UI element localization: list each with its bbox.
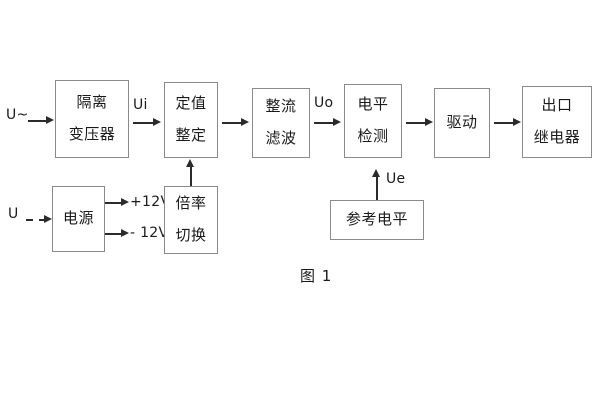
rail-pos-arrowhead — [121, 198, 129, 206]
block-level-detection-line-2: 检测 — [357, 127, 389, 145]
block-output-relay: 出口 继电器 — [522, 86, 592, 158]
uo-line — [314, 122, 336, 124]
signal-label-ue: Ue — [386, 171, 406, 187]
block-isolation-transformer-line-1: 隔离 — [76, 93, 108, 112]
block-rectifier-filter-line-1: 整流 — [265, 97, 297, 116]
input-label-dc: U — [8, 206, 19, 222]
rail-neg-arrowhead — [121, 229, 129, 237]
ui-arrowhead — [153, 118, 161, 126]
level-to-drive-arrowhead — [425, 118, 433, 126]
input-ac-line — [28, 120, 48, 122]
block-rectifier-filter-line-2: 滤波 — [265, 129, 297, 147]
rail-neg-line — [105, 233, 123, 235]
reference-to-level-arrowhead — [372, 169, 380, 177]
block-multiplier-switch-line-2: 切换 — [175, 226, 207, 244]
block-isolation-transformer: 隔离 变压器 — [55, 80, 129, 158]
multiplier-to-setpoint-line — [190, 166, 192, 186]
drive-to-relay-line — [494, 122, 516, 124]
setpoint-to-rectifier-arrowhead — [241, 118, 249, 126]
block-rectifier-filter: 整流 滤波 — [252, 88, 310, 158]
rail-pos-line — [105, 202, 123, 204]
block-multiplier-switch: 倍率 切换 — [164, 186, 218, 254]
uo-arrowhead — [333, 118, 341, 126]
block-setpoint-adjust: 定值 整定 — [164, 82, 218, 158]
multiplier-to-setpoint-arrowhead — [186, 159, 194, 167]
input-dc-dashed-line — [26, 219, 46, 221]
block-output-relay-line-2: 继电器 — [533, 128, 581, 146]
setpoint-to-rectifier-line — [222, 122, 244, 124]
input-label-ac: U~ — [6, 107, 29, 123]
input-ac-arrowhead — [46, 116, 54, 124]
drive-to-relay-arrowhead — [513, 118, 521, 126]
block-level-detection: 电平 检测 — [344, 84, 402, 158]
block-multiplier-switch-line-1: 倍率 — [175, 194, 207, 213]
rail-neg-label: - 12V — [130, 225, 169, 241]
block-setpoint-adjust-line-1: 定值 — [175, 94, 207, 113]
block-reference-level-line-1: 参考电平 — [345, 210, 408, 229]
ui-line — [133, 122, 155, 124]
rail-pos-label: +12V — [130, 194, 171, 210]
block-drive: 驱动 — [434, 88, 490, 158]
block-drive-line-1: 驱动 — [446, 113, 478, 132]
reference-to-level-line — [376, 176, 378, 200]
block-reference-level: 参考电平 — [330, 200, 424, 240]
block-power-supply-line-1: 电源 — [62, 209, 94, 228]
block-setpoint-adjust-line-2: 整定 — [175, 126, 207, 144]
signal-label-ui: Ui — [133, 97, 148, 113]
block-power-supply: 电源 — [52, 186, 105, 252]
block-level-detection-line-1: 电平 — [357, 95, 389, 114]
level-to-drive-line — [406, 122, 428, 124]
block-output-relay-line-1: 出口 — [541, 96, 573, 115]
signal-label-uo: Uo — [314, 95, 334, 111]
block-isolation-transformer-line-2: 变压器 — [68, 125, 116, 143]
figure-caption: 图 1 — [300, 267, 333, 285]
input-dc-arrowhead — [44, 215, 52, 223]
